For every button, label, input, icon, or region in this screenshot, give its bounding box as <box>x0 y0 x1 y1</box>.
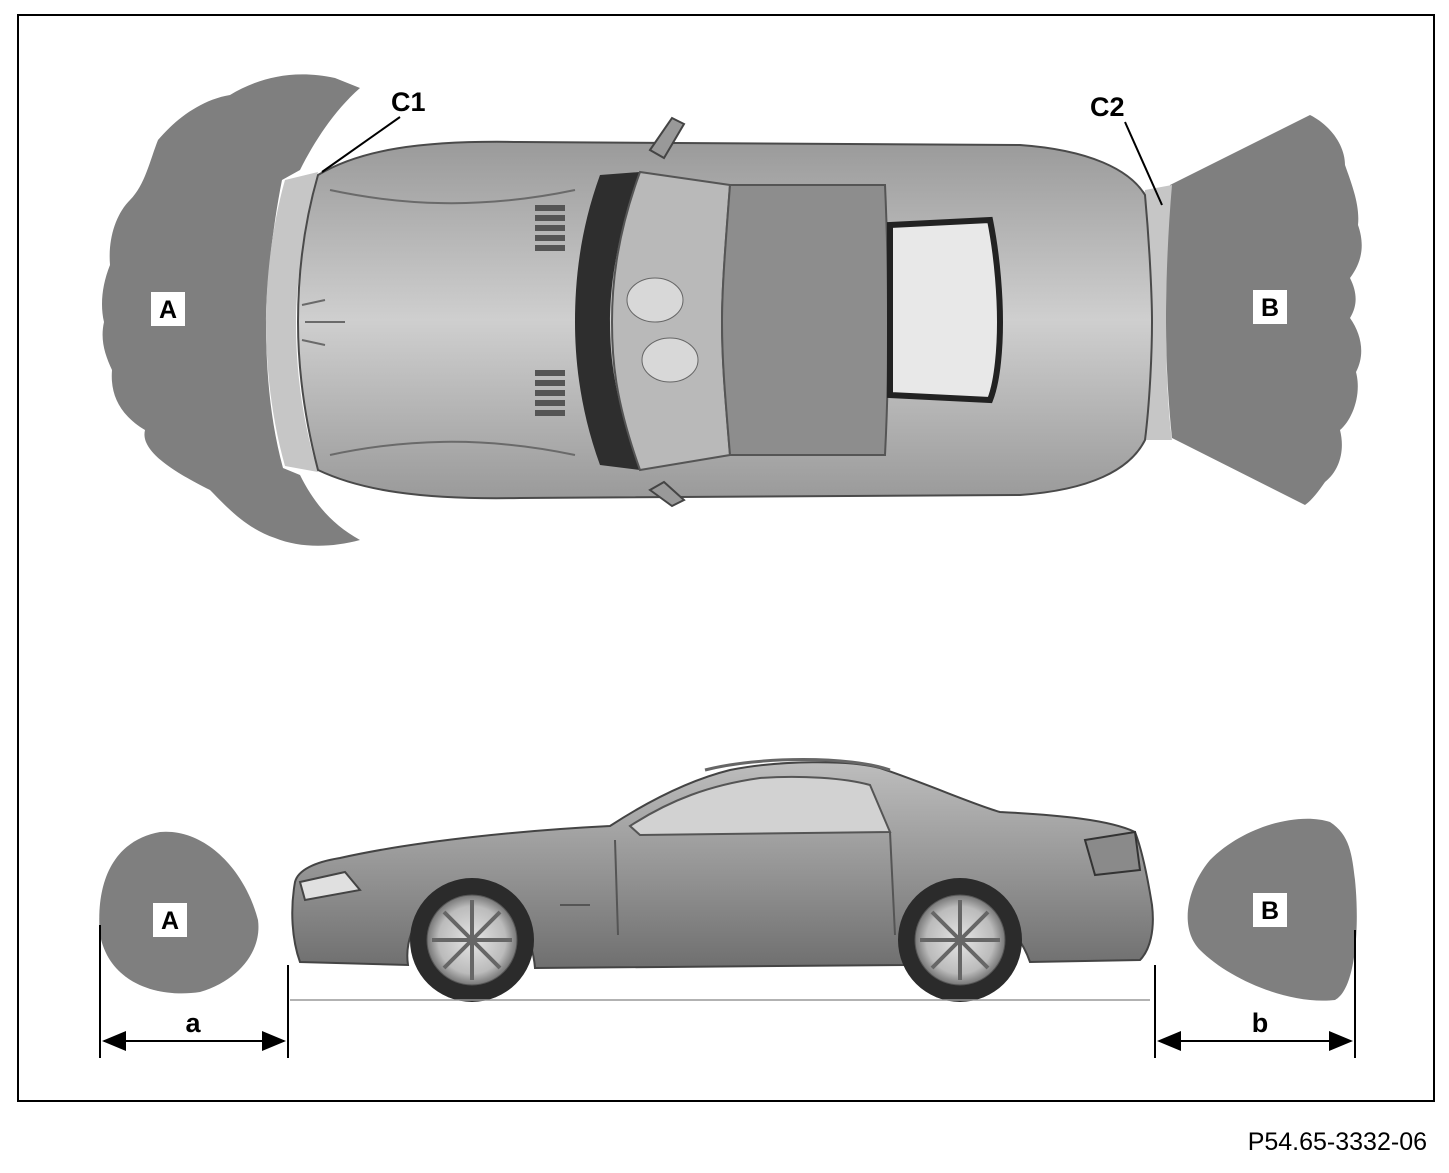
dimension-b <box>1154 930 1356 1058</box>
sensor-c1-leader <box>321 116 401 173</box>
front-bumper-sensor-strip <box>266 172 318 472</box>
seat-left <box>626 277 684 323</box>
roof-line-side <box>704 758 891 772</box>
sensor-c2-leader <box>1124 121 1163 206</box>
windshield <box>575 172 640 470</box>
seat-right <box>641 337 699 383</box>
zone-b-side-label: B <box>1261 897 1279 925</box>
zone-a-top-label: A <box>159 296 177 324</box>
sensor-c1-label: C1 <box>391 87 426 117</box>
zone-a-side-label: A <box>161 907 179 935</box>
side-window <box>628 775 892 837</box>
mirror-right <box>648 480 686 508</box>
mirror-left <box>648 116 686 160</box>
zone-b-top-label: B <box>1261 294 1279 322</box>
roof <box>720 184 889 456</box>
door-line <box>560 831 896 936</box>
sensor-c2-label: C2 <box>1090 92 1125 122</box>
zone-b-top-label-box <box>1253 290 1287 324</box>
hood-vents <box>535 205 565 416</box>
rear-wheel-spokes <box>920 900 1000 980</box>
hood-lines <box>301 189 576 456</box>
zone-b-side-label-box <box>1253 893 1287 927</box>
cabin <box>610 170 732 472</box>
front-detection-zone-top <box>102 74 360 546</box>
headlight <box>298 870 362 902</box>
zone-a-top-label-box <box>151 292 185 326</box>
dimension-a <box>99 925 289 1058</box>
front-wheel-spokes <box>432 900 512 980</box>
zone-a-side-label-box <box>153 903 187 937</box>
dimension-a-label: a <box>185 1008 201 1038</box>
taillight <box>1083 830 1142 877</box>
top-view <box>102 74 1362 546</box>
figure-code: P54.65-3332-06 <box>1247 1128 1427 1156</box>
dimension-b-label: b <box>1252 1008 1269 1038</box>
rear-window <box>887 216 1004 404</box>
